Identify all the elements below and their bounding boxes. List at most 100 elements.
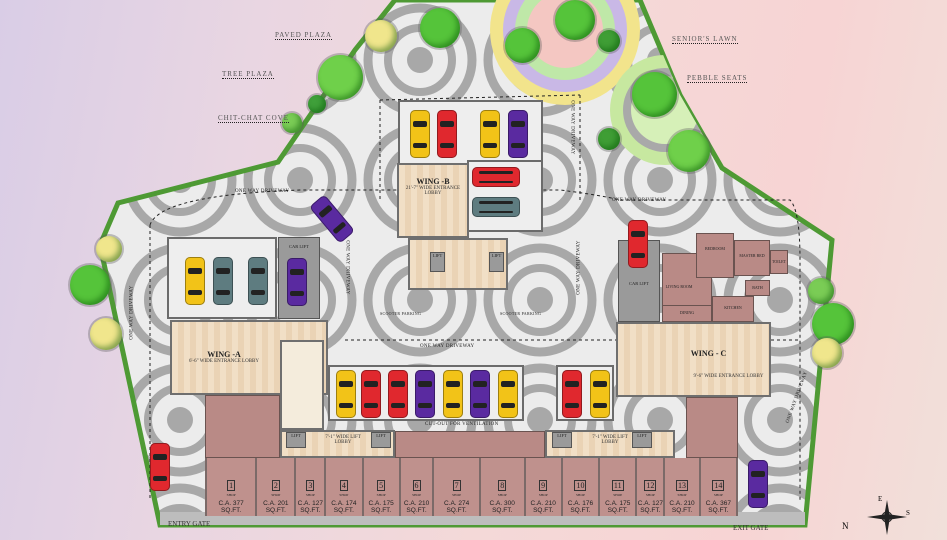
parked-car-icon <box>472 197 520 217</box>
kitchen: KITCHEN <box>712 296 754 322</box>
shop-4: 4 SHOP C.A. 174 SQ.FT. <box>326 458 362 516</box>
cutout-label: CUT-OUT FOR VENTILATION <box>425 422 499 427</box>
compass-north: N <box>842 521 849 531</box>
parked-car-icon <box>628 220 648 268</box>
master-bed: MASTER BED <box>734 240 770 276</box>
shop-area-unit: SQ.FT. <box>446 507 467 514</box>
shop-type: SHOP <box>226 493 236 497</box>
shop-number: 14 <box>712 480 725 491</box>
shop-area: C.A. 210 <box>403 500 430 507</box>
parked-car-icon <box>470 370 490 418</box>
tree-icon <box>70 265 110 305</box>
shop-area-unit: SQ.FT. <box>371 507 392 514</box>
shop-number: 6 <box>412 480 421 491</box>
wing-b-lift: LIFT <box>430 252 445 272</box>
shop-area-unit: SQ.FT. <box>640 507 661 514</box>
wing-b-lobby: WING -B 21'-7" WIDE ENTRANCE LOBBY <box>397 163 469 238</box>
shop-area-unit: SQ.FT. <box>570 507 591 514</box>
wing-c-lobby-label: 9'-6" WIDE ENTRANCE LOBBY <box>693 374 764 379</box>
parked-car-icon <box>437 110 457 158</box>
shop-number: 13 <box>676 480 689 491</box>
parked-car-icon <box>388 370 408 418</box>
wing-b-lift: LIFT <box>489 252 504 272</box>
parked-car-icon <box>562 370 582 418</box>
shop-number: 3 <box>306 480 315 491</box>
shop-number: 4 <box>339 480 348 491</box>
parked-car-icon <box>480 110 500 158</box>
tree-icon <box>598 128 620 150</box>
tree-icon <box>555 0 595 40</box>
shop-number: 2 <box>271 480 280 491</box>
shop-10: 10 SHOP C.A. 176 SQ.FT. <box>562 458 599 516</box>
tree-icon <box>668 130 710 172</box>
shop-area: C.A. 176 <box>567 500 594 507</box>
tree-icon <box>282 113 302 133</box>
parked-car-icon <box>508 110 528 158</box>
parked-car-icon <box>472 167 520 187</box>
compass-east: E <box>878 495 883 503</box>
tree-icon <box>96 236 122 262</box>
driveway-label: ONE WAY DRIVEWAY <box>576 240 582 295</box>
car-lift-label: CAR LIFT <box>289 244 309 249</box>
parked-car-icon <box>248 257 268 305</box>
driveway-label: ONE WAY DRIVEWAY <box>235 189 290 194</box>
exit-gate-label: EXIT GATE <box>733 524 769 532</box>
driveway-label: ONE WAY DRIVEWAY <box>612 198 667 203</box>
car-lift-label: CAR LIFT <box>629 281 649 286</box>
tree-icon <box>812 338 842 368</box>
parked-car-icon <box>185 257 205 305</box>
shop-type: SHOP <box>412 493 422 497</box>
tree-icon <box>90 318 122 350</box>
shop-number: 9 <box>539 480 548 491</box>
parked-car-icon <box>410 110 430 158</box>
shop-number: 8 <box>498 480 507 491</box>
parked-car-icon <box>213 257 233 305</box>
shop-number: 5 <box>377 480 386 491</box>
shop-type: SHOP <box>452 493 462 497</box>
shop-area-unit: SQ.FT. <box>533 507 554 514</box>
toilet: TOILET <box>770 250 788 274</box>
compass-rose-icon: N E S <box>842 495 912 540</box>
shop-type: SHOP <box>538 493 548 497</box>
parked-car-icon <box>415 370 435 418</box>
shop-area: C.A. 127 <box>637 500 663 507</box>
shop-area-unit: SQ.FT. <box>333 507 354 514</box>
shop-area: C.A. 175 <box>368 500 394 507</box>
shop-area: C.A. 300 <box>489 500 515 507</box>
shop-type: SHOP <box>645 493 655 497</box>
scooter-parking-label: SCOOTER PARKING <box>380 311 422 316</box>
shop-area-unit: SQ.FT. <box>708 507 729 514</box>
bedroom: BEDROOM <box>696 233 734 278</box>
shop-number: 12 <box>644 480 657 491</box>
callout-tree-plaza: TREE PLAZA <box>222 70 274 79</box>
callout-seniors-lawn: SENIOR'S LAWN <box>672 35 738 44</box>
wing-c-car-lift: CAR LIFT <box>618 240 660 322</box>
shop-area: C.A. 210 <box>669 500 695 507</box>
shop-14: 14 SHOP C.A. 367 SQ.FT. <box>700 458 736 516</box>
wing-a-staircase <box>280 340 324 430</box>
lift: LIFT <box>632 432 652 448</box>
shop-area: C.A. 367 <box>705 500 732 507</box>
shop-area-unit: SQ.FT. <box>406 507 427 514</box>
driveway-label: ONE WAY DRIVEWAY <box>420 344 475 349</box>
parked-car-icon <box>287 258 307 306</box>
shop-number: 11 <box>611 480 624 491</box>
lift-lobby-label: 7'-1" WIDE LIFT LOBBY <box>325 435 361 445</box>
driveway-label: ONE WAY DRIVEWAY <box>569 100 575 155</box>
tree-icon <box>812 303 854 345</box>
service-rooms <box>395 431 545 458</box>
callout-pebble-seats: PEBBLE SEATS <box>687 74 748 83</box>
shop-type: SHOP <box>677 493 687 497</box>
driveway-label: ONE WAY DRIVEWAY <box>129 285 135 340</box>
shop-type: SHOP <box>339 493 349 497</box>
tree-icon <box>505 28 540 63</box>
wing-a-title: WING -A <box>207 350 241 359</box>
tree-icon <box>420 8 460 48</box>
tree-icon <box>318 55 363 100</box>
bath: BATH <box>745 280 770 296</box>
shop-type: SHOP <box>271 493 281 497</box>
shop-type: SHOP <box>497 493 507 497</box>
parked-car-icon <box>361 370 381 418</box>
shop-area-unit: SQ.FT. <box>607 507 628 514</box>
